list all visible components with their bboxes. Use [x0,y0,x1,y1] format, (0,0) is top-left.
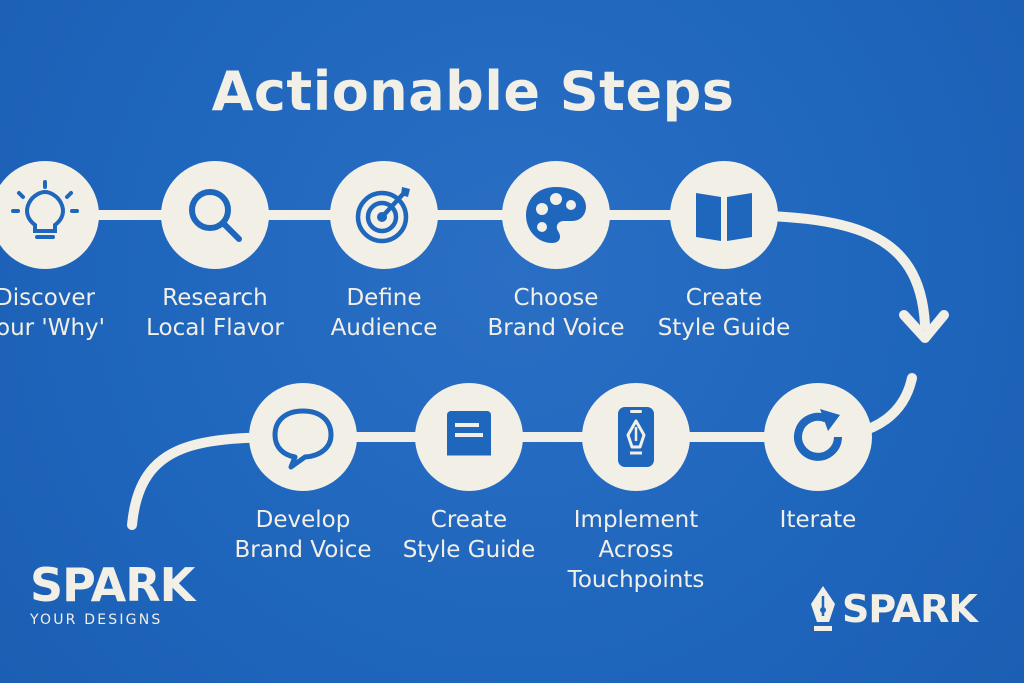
step-node [415,383,523,491]
step-label: Develop Brand Voice [203,505,403,565]
refresh-icon [794,409,842,461]
step-label-line1: Discover [0,285,96,311]
step-create-style-guide-top: Create Style Guide [624,161,824,343]
step-label: Discover Your 'Why' [0,283,145,343]
arrowhead-icon [899,310,949,343]
step-research-local-flavor: Research Local Flavor [115,161,315,343]
step-label-line1: Create [685,285,763,311]
step-label: Create Style Guide [624,283,824,343]
step-label-line1: Develop [255,507,351,533]
pen-nib-icon [811,586,835,631]
step-node [0,161,99,269]
step-implement-across-touchpoints: Implement Across Touchpoints [536,383,736,595]
step-label: Research Local Flavor [115,283,315,343]
step-label-line2: Local Flavor [146,315,284,341]
document-icon [447,411,491,463]
brand-wordmark: SPARK [30,558,195,612]
step-label-line3: Touchpoints [567,567,705,593]
step-discover-why: Discover Your 'Why' [0,161,145,343]
step-label: Iterate [718,505,918,535]
brand-wordmark: SPARK [842,587,978,631]
step-node [582,383,690,491]
step-label-line2: Audience [330,315,438,341]
palette-icon [526,187,586,243]
lightbulb-icon [11,180,79,239]
speech-bubble-icon [272,408,334,470]
step-node [330,161,438,269]
step-label: Create Style Guide [369,505,569,565]
step-node [249,383,357,491]
step-label-line2: Your 'Why' [0,315,105,341]
phone-pen-icon [618,407,654,467]
step-label-line1: Implement [573,507,699,533]
step-node [161,161,269,269]
page-title: Actionable Steps [211,60,735,123]
step-label-line1: Iterate [779,507,857,533]
open-book-icon [696,193,752,241]
step-label-line1: Create [430,507,508,533]
step-define-audience: Define Audience [284,161,484,343]
step-label-line2: Brand Voice [234,537,372,563]
step-node [502,161,610,269]
step-label-line2: Across [598,537,674,563]
target-icon [355,187,410,244]
brand-logo-left: SPARK YOUR DESIGNS [30,558,195,628]
step-label: Implement Across Touchpoints [536,505,736,595]
step-node [670,161,778,269]
magnifier-icon [189,189,242,242]
step-iterate: Iterate [718,383,918,535]
step-label-line2: Style Guide [402,537,536,563]
step-label-line2: Style Guide [657,315,791,341]
brand-logo-right: SPARK [808,584,978,634]
step-label-line1: Choose [513,285,599,311]
step-label-line1: Research [162,285,268,311]
step-label-line2: Brand Voice [487,315,625,341]
brand-tagline: YOUR DESIGNS [30,612,163,628]
step-node [764,383,872,491]
step-create-style-guide-bottom: Create Style Guide [369,383,569,565]
step-label: Choose Brand Voice [456,283,656,343]
step-label: Define Audience [284,283,484,343]
step-label-line1: Define [346,285,422,311]
step-develop-brand-voice: Develop Brand Voice [203,383,403,565]
step-choose-brand-voice: Choose Brand Voice [456,161,656,343]
